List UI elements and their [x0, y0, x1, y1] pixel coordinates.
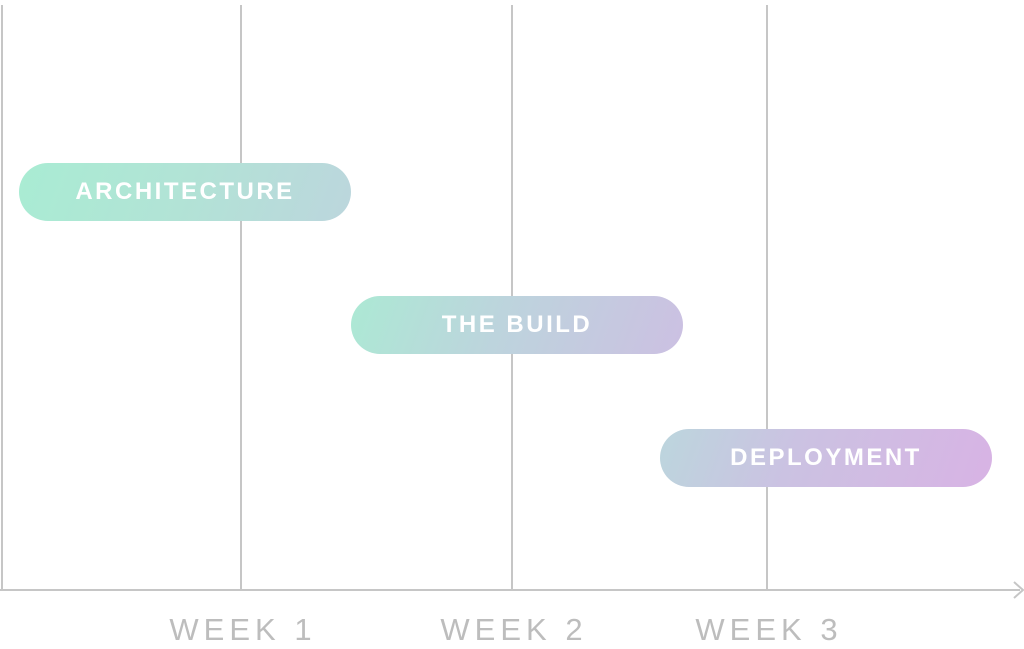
task-label: THE BUILD — [441, 311, 593, 338]
task-bar-the-build: THE BUILD — [351, 296, 683, 354]
week-1-gridline — [240, 5, 242, 591]
task-bar-deployment: DEPLOYMENT — [660, 429, 992, 487]
task-label: ARCHITECTURE — [75, 178, 295, 205]
task-bar-architecture: ARCHITECTURE — [19, 163, 351, 221]
arrow-right-icon — [1013, 581, 1024, 599]
x-axis-line — [0, 589, 1020, 591]
tick-label-week-1: WEEK 1 — [169, 612, 317, 647]
tick-label-week-3: WEEK 3 — [695, 612, 843, 647]
task-label: DEPLOYMENT — [730, 444, 922, 471]
tick-label-week-2: WEEK 2 — [440, 612, 588, 647]
y-axis-line — [1, 5, 3, 591]
week-3-gridline — [766, 5, 768, 591]
